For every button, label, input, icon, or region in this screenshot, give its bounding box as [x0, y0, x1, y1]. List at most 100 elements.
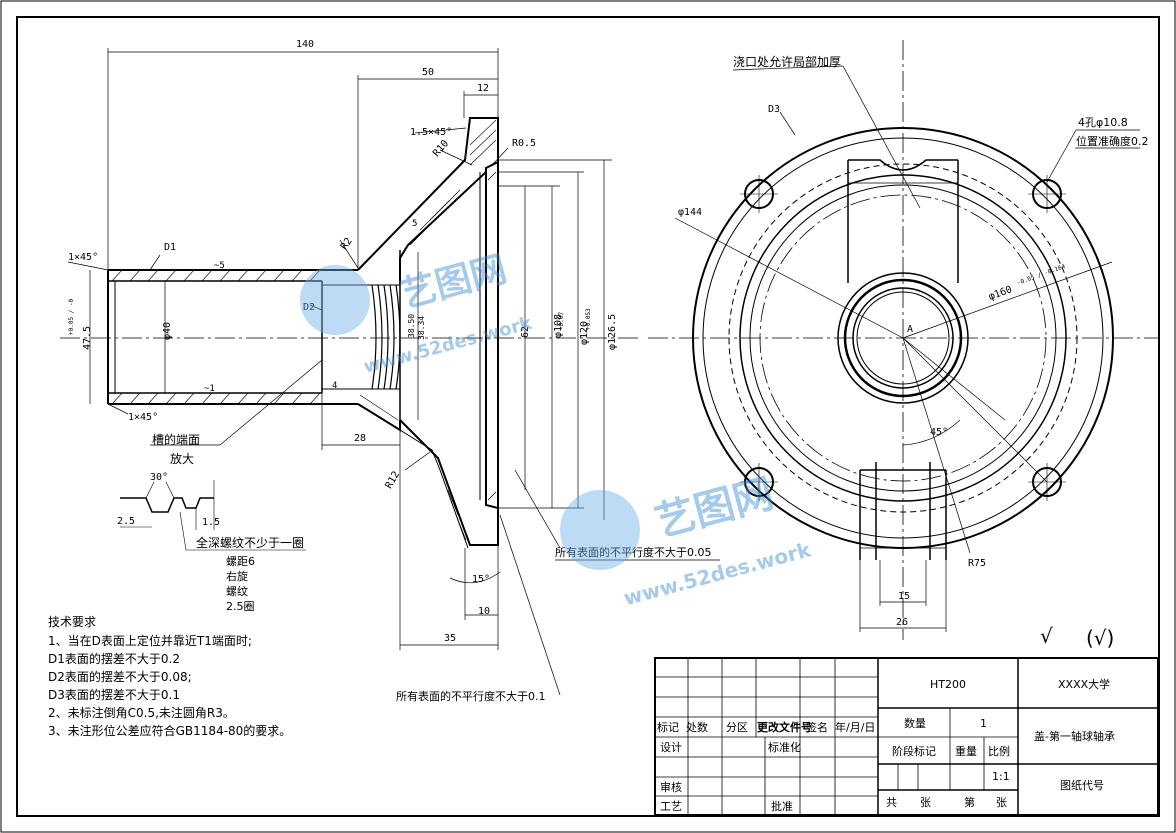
dim-phi126-5-tol: +0.053	[585, 308, 592, 330]
tb-stage: 阶段标记	[892, 744, 936, 758]
dim-w26: 26	[896, 617, 908, 628]
dim-47-5: 47.5	[82, 326, 93, 350]
tb-part-name: 盖-第一轴球轴承	[1034, 729, 1115, 743]
thread-angle: 30°	[150, 472, 168, 483]
dim-140: 140	[296, 39, 314, 50]
dim-62: 62	[520, 326, 531, 338]
dim-phi120-tol: -0.07	[558, 312, 565, 330]
dim-five: 5	[412, 219, 417, 229]
dim-r2: R2	[339, 236, 355, 252]
tb-design: 设计	[660, 741, 682, 754]
dim-10: 10	[478, 606, 490, 617]
dim-phi160: φ160	[987, 284, 1013, 303]
thread-note-title: 全深螺纹不少于一圈	[196, 535, 304, 550]
casting-note: 浇口处允许局部加厚	[733, 54, 841, 69]
tb-rev-zone: 分区	[726, 721, 748, 734]
watermark-brand-1: 艺图网	[396, 249, 511, 317]
dim-38-34: 38.34	[417, 316, 426, 340]
dim-r10: R10	[431, 138, 451, 159]
dim-phi108: φ108	[553, 314, 564, 338]
tb-scale-value: 1:1	[992, 770, 1010, 783]
tb-drawing-code: 图纸代号	[1060, 779, 1104, 792]
dim-47-5-tol: +0.05 / -0	[68, 298, 75, 335]
tech-line-3: D2表面的摆差不大于0.08;	[48, 669, 192, 684]
title-block-text: HT200 XXXX大学 盖-第一轴球轴承 图纸代号 数量 1 阶段标记 重量 …	[657, 677, 1115, 813]
tech-line-2: D1表面的摆差不大于0.2	[48, 651, 180, 666]
dim-chamfer-top: 1.5×45°	[410, 127, 452, 138]
roughness-symbols: √ (√)	[1040, 624, 1114, 650]
dim-phi120: φ120	[579, 321, 590, 345]
dim-phi40: φ40	[162, 322, 173, 340]
holes-spec: 4孔φ10.8	[1078, 116, 1128, 129]
tb-quantity-value: 1	[980, 717, 987, 730]
position-accuracy: 位置准确度0.2	[1076, 134, 1149, 148]
dim-phi160-tol: -0.05 / -0.164	[1016, 263, 1066, 287]
front-view	[648, 40, 1160, 640]
dim-d1: D1	[164, 242, 176, 253]
tb-rev-date: 年/月/日	[835, 720, 875, 734]
thread-detail: 30° 2.5 1.5 全深螺纹不少于一圈 螺距6 右旋 螺纹 2.5圈	[117, 472, 306, 613]
tech-line-4: D3表面的摆差不大于0.1	[48, 687, 180, 702]
note-parallel-01: 所有表面的不平行度不大于0.1	[396, 689, 546, 703]
dim-r05: R0.5	[512, 138, 536, 149]
thread-line-2: 右旋	[226, 569, 248, 583]
tb-rev-mark: 标记	[657, 720, 679, 734]
dim-chamfer-2: 1×45°	[128, 412, 158, 423]
tech-line-1: 1、当在D表面上定位并靠近T1端面时;	[48, 633, 252, 648]
dim-12: 12	[477, 83, 489, 94]
tb-rev-sign: 签名	[806, 720, 828, 734]
front-view-labels: 浇口处允许局部加厚 D3 4孔φ10.8 位置准确度0.2 φ144 φ160 …	[678, 54, 1149, 628]
dim-w15: 15	[898, 591, 910, 602]
dim-28: 28	[354, 433, 366, 444]
title-block	[654, 657, 1159, 816]
dim-38-50: 38.50	[407, 314, 416, 338]
tb-rev-doc: 更改文件号	[757, 720, 812, 734]
thread-line-4: 2.5圈	[226, 600, 255, 613]
dim-phi144: φ144	[678, 207, 702, 218]
tb-review: 审核	[660, 780, 682, 794]
note-groove-face: 槽的端面	[152, 432, 200, 447]
tech-line-6: 3、未注形位公差应符合GB1184-80的要求。	[48, 723, 291, 738]
dim-15deg: 15°	[472, 574, 490, 585]
dim-d2: D2	[303, 302, 315, 313]
section-view	[60, 48, 720, 696]
dim-phi126-5: φ126.5	[607, 314, 618, 350]
dim-r12: R12	[384, 470, 403, 491]
tb-total: 共	[886, 796, 897, 809]
dim-r75: R75	[968, 558, 986, 569]
watermark-brand-2: 艺图网	[650, 471, 778, 546]
watermark-logo-icon-2	[560, 490, 640, 570]
tb-page-unit: 张	[996, 796, 1007, 809]
tb-quantity-label: 数量	[904, 717, 926, 730]
angle-45: 45°	[930, 427, 948, 438]
tb-sheet-unit: 张	[920, 796, 931, 809]
roughness-check: √	[1040, 624, 1053, 648]
thread-line-3: 螺纹	[226, 584, 248, 598]
tb-process: 工艺	[660, 800, 682, 813]
roughness-1: ~1	[204, 384, 215, 394]
tb-standard: 标准化	[768, 740, 801, 754]
roughness-paren: (√)	[1086, 626, 1114, 650]
watermark-1: 艺图网 www.52des.work	[300, 249, 535, 378]
thread-height-1-5: 1.5	[202, 517, 220, 528]
tb-page: 第	[964, 795, 975, 809]
tb-approve: 批准	[771, 799, 793, 813]
thread-width-2-5: 2.5	[117, 516, 135, 527]
thread-line-1: 螺距6	[226, 555, 255, 568]
tb-university: XXXX大学	[1058, 677, 1110, 691]
label-d3: D3	[768, 104, 780, 115]
tb-weight: 重量	[955, 744, 977, 758]
note-groove-enlarge: 放大	[170, 451, 194, 466]
tb-scale: 比例	[988, 744, 1010, 758]
dim-four: 4	[332, 381, 337, 391]
roughness-5: ~5	[214, 261, 225, 271]
center-label: A	[907, 324, 913, 335]
tech-requirements: 技术要求 1、当在D表面上定位并靠近T1端面时; D1表面的摆差不大于0.2 D…	[48, 615, 291, 738]
tb-rev-count: 处数	[686, 721, 708, 734]
dim-35: 35	[444, 633, 456, 644]
dim-chamfer-1: 1×45°	[68, 252, 98, 263]
inner-frame	[16, 16, 1160, 817]
watermark-logo-icon	[300, 265, 370, 335]
